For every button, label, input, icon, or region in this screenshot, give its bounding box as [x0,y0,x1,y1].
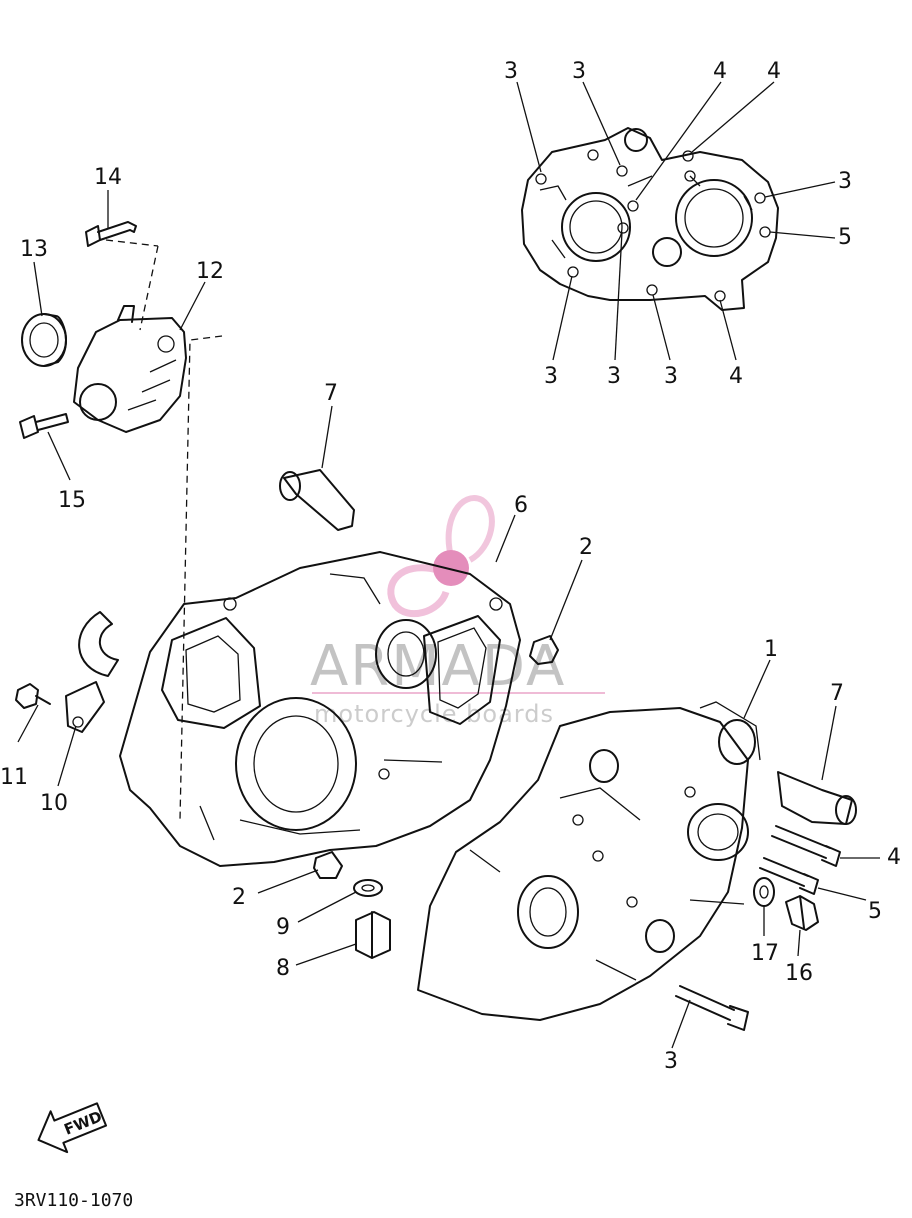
callout-label: 3 [544,364,558,389]
watermark-brand: ARMADA [310,634,566,699]
crankcase-left [119,551,521,867]
small-screw [15,683,51,709]
dowel-pin-upper [279,469,355,531]
callout-label: 9 [276,915,290,940]
callout-label: 4 [713,59,727,84]
callout-label: 16 [785,961,813,986]
fwd-arrow-icon: FWD [37,1102,108,1154]
callout-label: 3 [572,59,586,84]
callout-label: 14 [94,165,122,190]
oil-pump-screw [85,221,137,247]
callout-label: 15 [58,488,86,513]
leader-lines [17,81,880,1049]
bolt-mid [759,857,819,895]
retainer-clip [78,611,119,677]
crankcase-right [417,701,761,1021]
oil-seal [21,313,67,367]
crankcase-mating-face [521,127,779,311]
watermark: ARMADA motorcycle boards [310,495,605,728]
callout-label: 3 [504,59,518,84]
callout-label: 11 [0,765,28,790]
washer-17 [753,877,775,907]
gasket-washer [353,879,383,897]
callout-label: 3 [838,169,852,194]
callout-label: 17 [751,941,779,966]
callout-label: 6 [514,493,528,518]
callout-label: 3 [664,364,678,389]
callout-label: 5 [838,225,852,250]
callout-label: 2 [579,535,593,560]
callout-label: 2 [232,885,246,910]
dowel-pin-right [777,771,857,825]
callout-label: 7 [324,381,338,406]
watermark-logo-mark [387,495,495,618]
callout-label: 10 [40,791,68,816]
callout-label: 5 [868,899,882,924]
drawing-code: 3RV110-1070 [14,1190,133,1211]
callout-label: 12 [196,259,224,284]
callout-labels: 3 3 4 4 3 5 3 3 3 4 14 13 12 15 7 6 2 11… [0,59,901,1074]
drain-bolt [355,911,391,959]
callout-label: 13 [20,237,48,262]
callout-label: 3 [607,364,621,389]
oil-pump-assembly [19,221,223,821]
oil-pump-body [73,305,187,433]
callout-label: 7 [830,681,844,706]
callout-label: 4 [767,59,781,84]
bolt-long-lower [675,985,749,1031]
plate-bracket [65,681,105,733]
collar-lower [313,851,343,879]
callout-label: 1 [764,637,778,662]
callout-label: 4 [729,364,743,389]
oil-pump-bolt [19,413,69,439]
collar-upper [529,635,559,665]
callout-label: 3 [664,1049,678,1074]
bolt-long-upper [771,825,841,867]
callout-label: 4 [887,845,901,870]
callout-label: 8 [276,956,290,981]
bolt-16 [785,895,819,931]
